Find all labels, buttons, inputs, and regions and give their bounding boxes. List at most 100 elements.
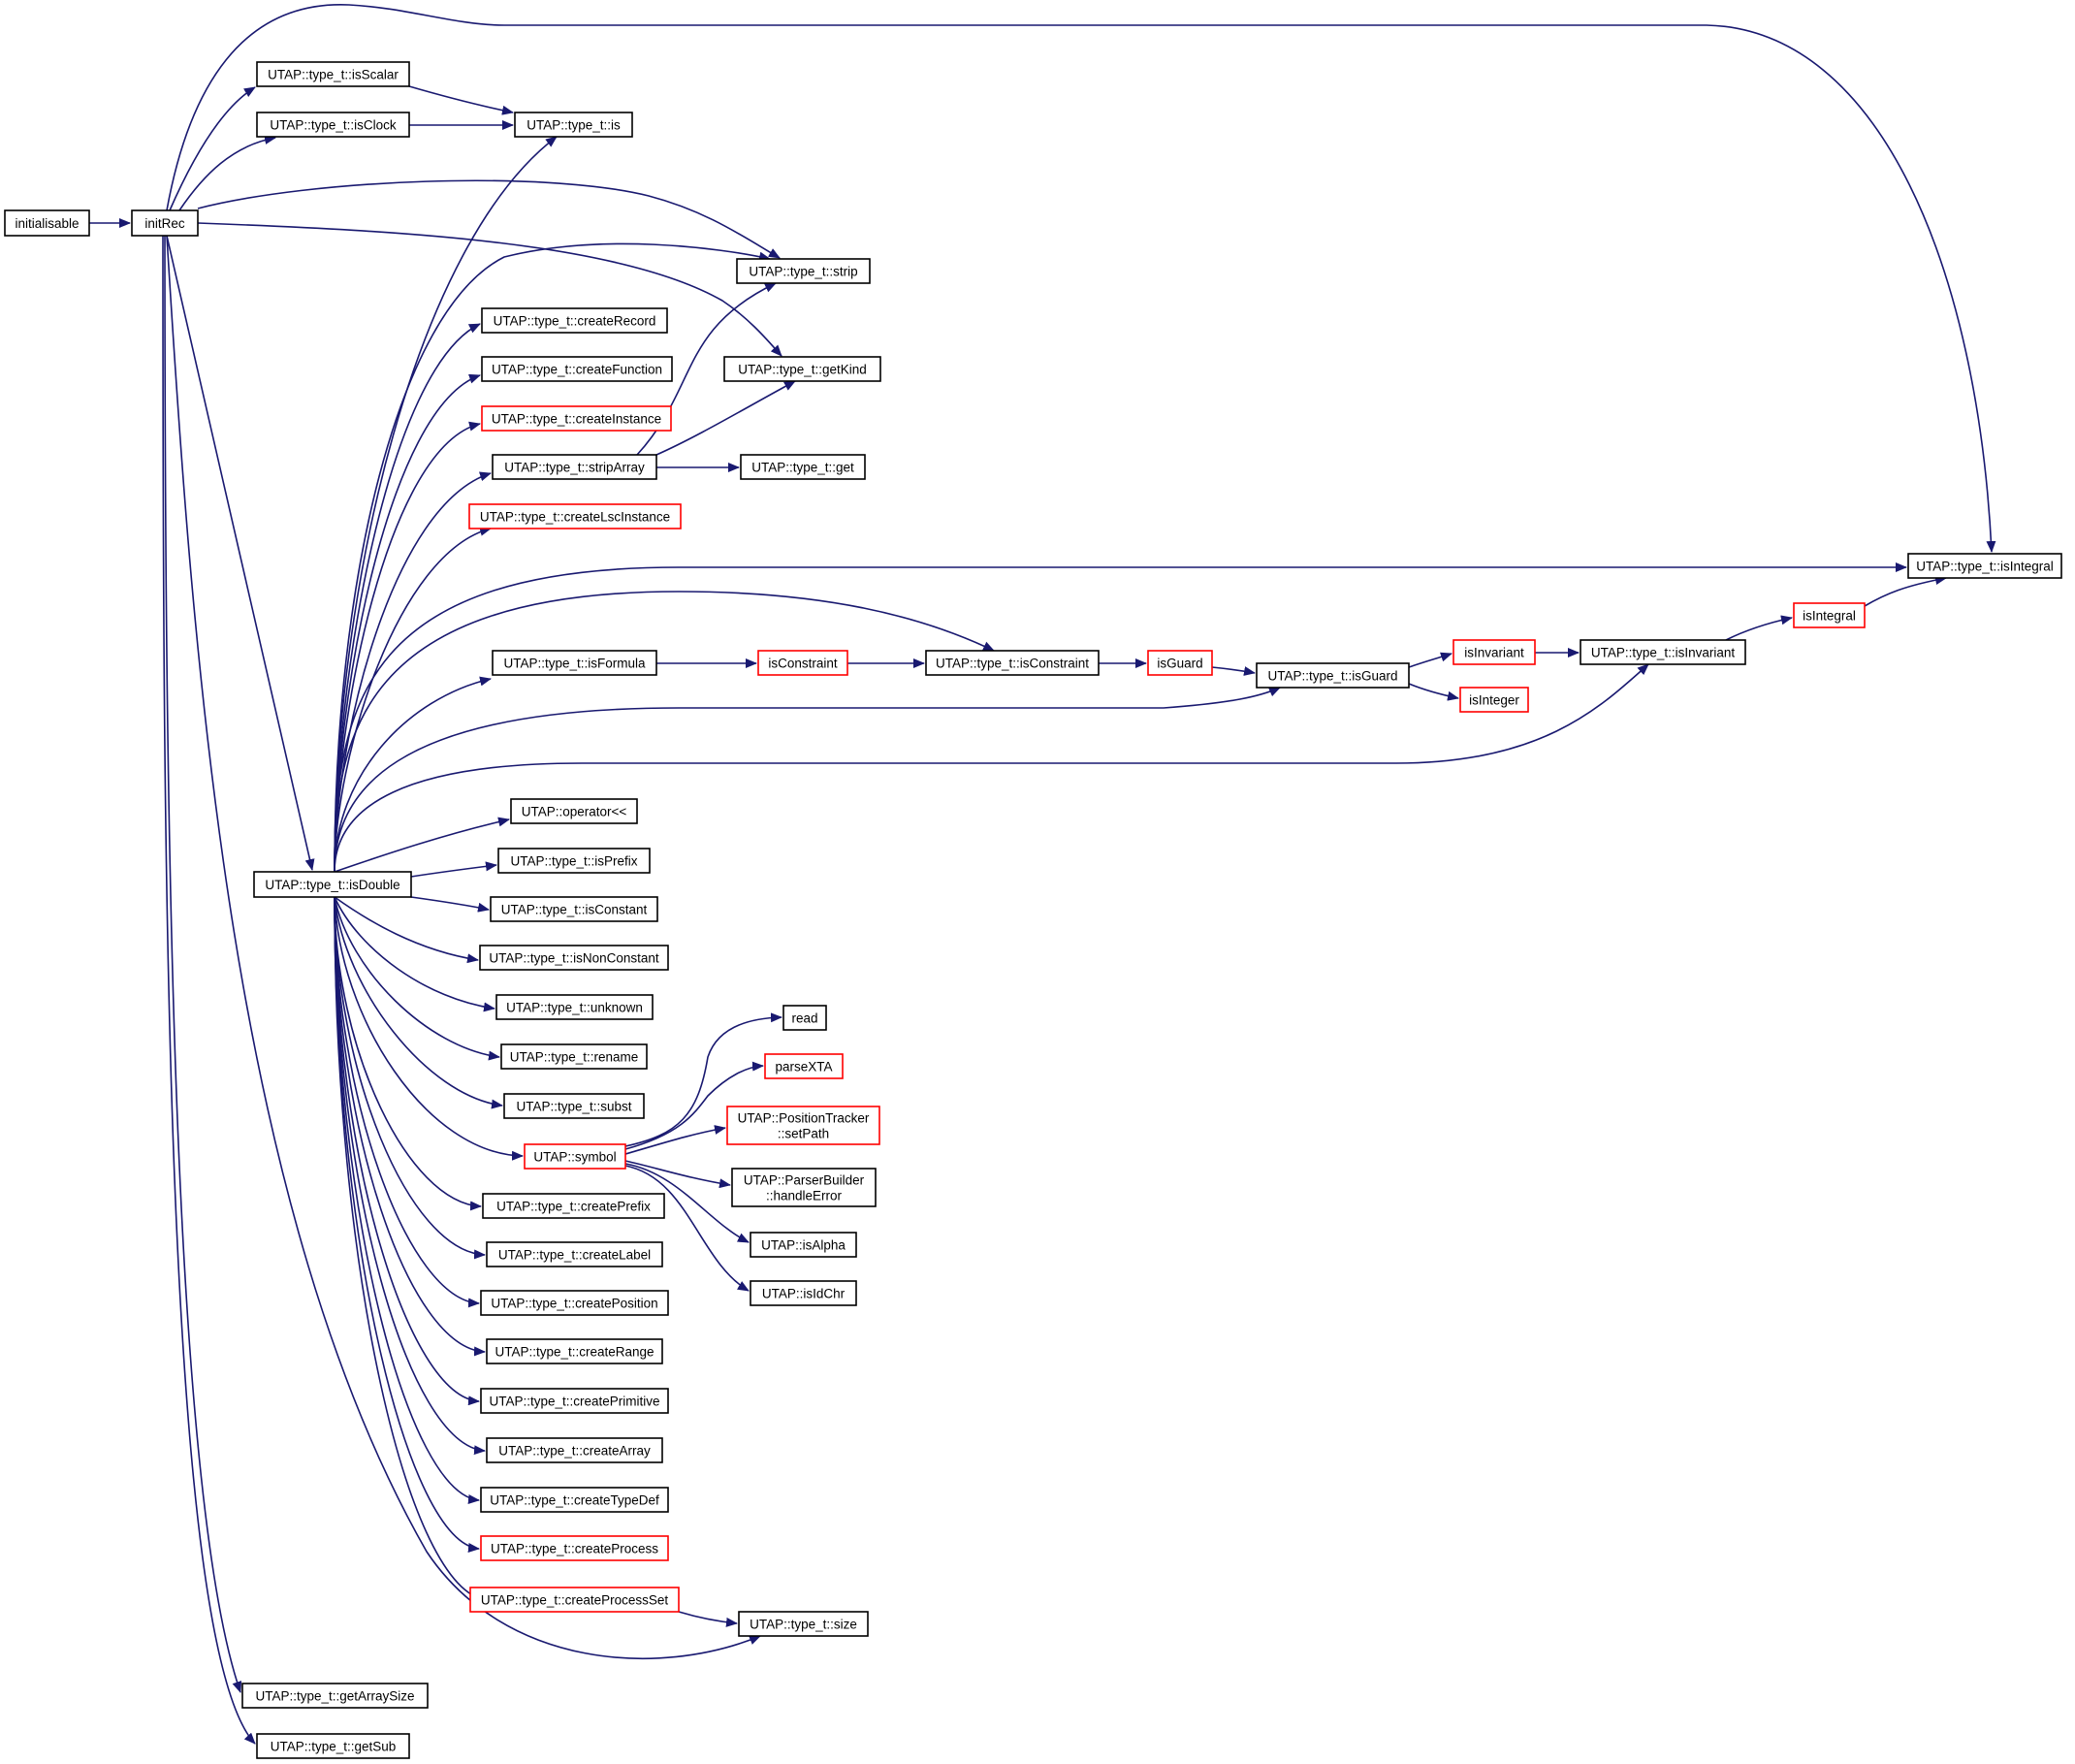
node-label: isConstraint xyxy=(768,657,838,671)
node-box xyxy=(764,1053,844,1079)
node-createprocessset[interactable]: UTAP::type_t::createProcessSet xyxy=(469,1587,680,1613)
node-isclock[interactable]: UTAP::type_t::isClock xyxy=(256,112,410,138)
edge-isdouble-to-tisintegral xyxy=(334,562,1907,873)
node-label: UTAP::type_t::isScalar xyxy=(268,68,399,82)
node-rename[interactable]: UTAP::type_t::rename xyxy=(500,1043,648,1070)
node-createlabel[interactable]: UTAP::type_t::createLabel xyxy=(486,1241,663,1267)
node-setpath[interactable]: UTAP::PositionTracker::setPath xyxy=(726,1106,880,1145)
node-label: isInteger xyxy=(1469,693,1519,708)
edge-initrec-to-isscalar xyxy=(169,86,256,211)
node-tisintegral[interactable]: UTAP::type_t::isIntegral xyxy=(1907,553,2062,579)
edge-isdouble-to-symbol xyxy=(334,896,524,1161)
node-box xyxy=(481,405,672,432)
node-createfunction[interactable]: UTAP::type_t::createFunction xyxy=(481,356,673,382)
node-box xyxy=(740,454,866,480)
node-isguard[interactable]: isGuard xyxy=(1147,650,1213,676)
node-createrecord[interactable]: UTAP::type_t::createRecord xyxy=(481,307,668,334)
edge-isdouble-to-createlscinstance xyxy=(334,526,492,873)
node-get[interactable]: UTAP::type_t::get xyxy=(740,454,866,480)
node-size[interactable]: UTAP::type_t::size xyxy=(738,1611,869,1637)
node-label: UTAP::type_t::stripArray xyxy=(504,461,645,475)
node-createlscinstance[interactable]: UTAP::type_t::createLscInstance xyxy=(468,503,682,529)
node-handleerror[interactable]: UTAP::ParserBuilder::handleError xyxy=(731,1168,877,1207)
node-isconstant[interactable]: UTAP::type_t::isConstant xyxy=(490,896,658,922)
node-box xyxy=(1256,662,1410,689)
node-createprocess[interactable]: UTAP::type_t::createProcess xyxy=(480,1535,669,1561)
node-symbol[interactable]: UTAP::symbol xyxy=(524,1143,626,1170)
edge-isdouble-to-createprocessset xyxy=(334,896,488,1604)
node-box xyxy=(1452,639,1536,665)
node-label: initialisable xyxy=(15,216,79,231)
edge-initrec-to-getsub xyxy=(162,235,256,1745)
edge-isguard-to-tisguard xyxy=(1211,666,1256,676)
node-is[interactable]: UTAP::type_t::is xyxy=(514,112,633,138)
node-initrec[interactable]: initRec xyxy=(131,209,199,237)
node-tisconstraint[interactable]: UTAP::type_t::isConstraint xyxy=(925,650,1100,676)
node-label: UTAP::isAlpha xyxy=(761,1238,846,1253)
node-label: UTAP::type_t::getKind xyxy=(738,363,867,377)
node-isinvariant[interactable]: isInvariant xyxy=(1452,639,1536,665)
node-getarraysize[interactable]: UTAP::type_t::getArraySize xyxy=(241,1683,429,1709)
node-isconstraint[interactable]: isConstraint xyxy=(757,650,848,676)
node-isprefix[interactable]: UTAP::type_t::isPrefix xyxy=(497,848,651,874)
node-box xyxy=(750,1280,857,1306)
edge-isdouble-to-subst xyxy=(334,896,503,1109)
node-label: UTAP::ParserBuilder xyxy=(744,1173,865,1188)
node-subst[interactable]: UTAP::type_t::subst xyxy=(503,1093,645,1119)
node-label: UTAP::PositionTracker xyxy=(738,1111,870,1126)
node-isidchr[interactable]: UTAP::isIdChr xyxy=(750,1280,857,1306)
node-box xyxy=(1580,639,1746,665)
node-label: UTAP::type_t::isFormula xyxy=(503,657,646,671)
node-tisinvariant[interactable]: UTAP::type_t::isInvariant xyxy=(1580,639,1746,665)
node-createinstance[interactable]: UTAP::type_t::createInstance xyxy=(481,405,672,432)
node-unknown[interactable]: UTAP::type_t::unknown xyxy=(495,994,654,1020)
node-box xyxy=(481,307,668,334)
node-getkind[interactable]: UTAP::type_t::getKind xyxy=(723,356,881,382)
node-isdouble[interactable]: UTAP::type_t::isDouble xyxy=(253,871,412,898)
node-striparray[interactable]: UTAP::type_t::stripArray xyxy=(492,454,657,480)
edge-isdouble-to-isnonconstant xyxy=(334,896,479,964)
edge-isdouble-to-operatorll xyxy=(334,817,510,873)
node-box xyxy=(492,454,657,480)
node-box xyxy=(480,1290,669,1316)
node-createtypedef[interactable]: UTAP::type_t::createTypeDef xyxy=(480,1487,669,1513)
edge-isdouble-to-createtypedef xyxy=(334,896,480,1504)
node-isinteger[interactable]: isInteger xyxy=(1459,687,1529,713)
node-box xyxy=(131,209,199,237)
node-getsub[interactable]: UTAP::type_t::getSub xyxy=(256,1733,410,1759)
node-label: UTAP::type_t::createPrimitive xyxy=(489,1395,659,1409)
node-box xyxy=(514,112,633,138)
node-createposition[interactable]: UTAP::type_t::createPosition xyxy=(480,1290,669,1316)
edge-isdouble-to-createlabel xyxy=(334,896,486,1260)
edge-initrec-to-strip xyxy=(197,179,781,259)
node-label: initRec xyxy=(144,216,185,231)
node-isnonconstant[interactable]: UTAP::type_t::isNonConstant xyxy=(479,945,669,971)
node-box xyxy=(1907,553,2062,579)
node-box xyxy=(492,650,657,676)
node-createarray[interactable]: UTAP::type_t::createArray xyxy=(486,1437,663,1463)
node-strip[interactable]: UTAP::type_t::strip xyxy=(736,258,871,284)
node-operatorll[interactable]: UTAP::operator<< xyxy=(510,798,638,824)
node-box xyxy=(486,1241,663,1267)
node-isformula[interactable]: UTAP::type_t::isFormula xyxy=(492,650,657,676)
node-box xyxy=(486,1338,663,1364)
node-tisguard[interactable]: UTAP::type_t::isGuard xyxy=(1256,662,1410,689)
node-isalpha[interactable]: UTAP::isAlpha xyxy=(750,1232,857,1258)
node-isscalar[interactable]: UTAP::type_t::isScalar xyxy=(256,61,410,87)
edge-createprocessset-to-size xyxy=(678,1611,738,1627)
node-createrange[interactable]: UTAP::type_t::createRange xyxy=(486,1338,663,1364)
edge-symbol-to-handleerror xyxy=(624,1160,731,1189)
node-initialisable[interactable]: initialisable xyxy=(4,209,90,237)
edge-isdouble-to-tisguard xyxy=(334,687,1281,873)
node-box xyxy=(469,1587,680,1613)
node-createprefix[interactable]: UTAP::type_t::createPrefix xyxy=(482,1193,665,1219)
edge-isscalar-to-is xyxy=(408,85,514,115)
node-createprimitive[interactable]: UTAP::type_t::createPrimitive xyxy=(480,1388,669,1414)
node-isintegral[interactable]: isIntegral xyxy=(1793,602,1866,628)
edge-isdouble-to-isconstant xyxy=(410,896,490,913)
node-label: UTAP::type_t::strip xyxy=(749,265,857,279)
node-parsexta[interactable]: parseXTA xyxy=(764,1053,844,1079)
node-label: UTAP::type_t::isGuard xyxy=(1267,669,1397,684)
node-read[interactable]: read xyxy=(782,1005,827,1031)
edge-initrec-to-tisintegral xyxy=(166,4,1996,553)
